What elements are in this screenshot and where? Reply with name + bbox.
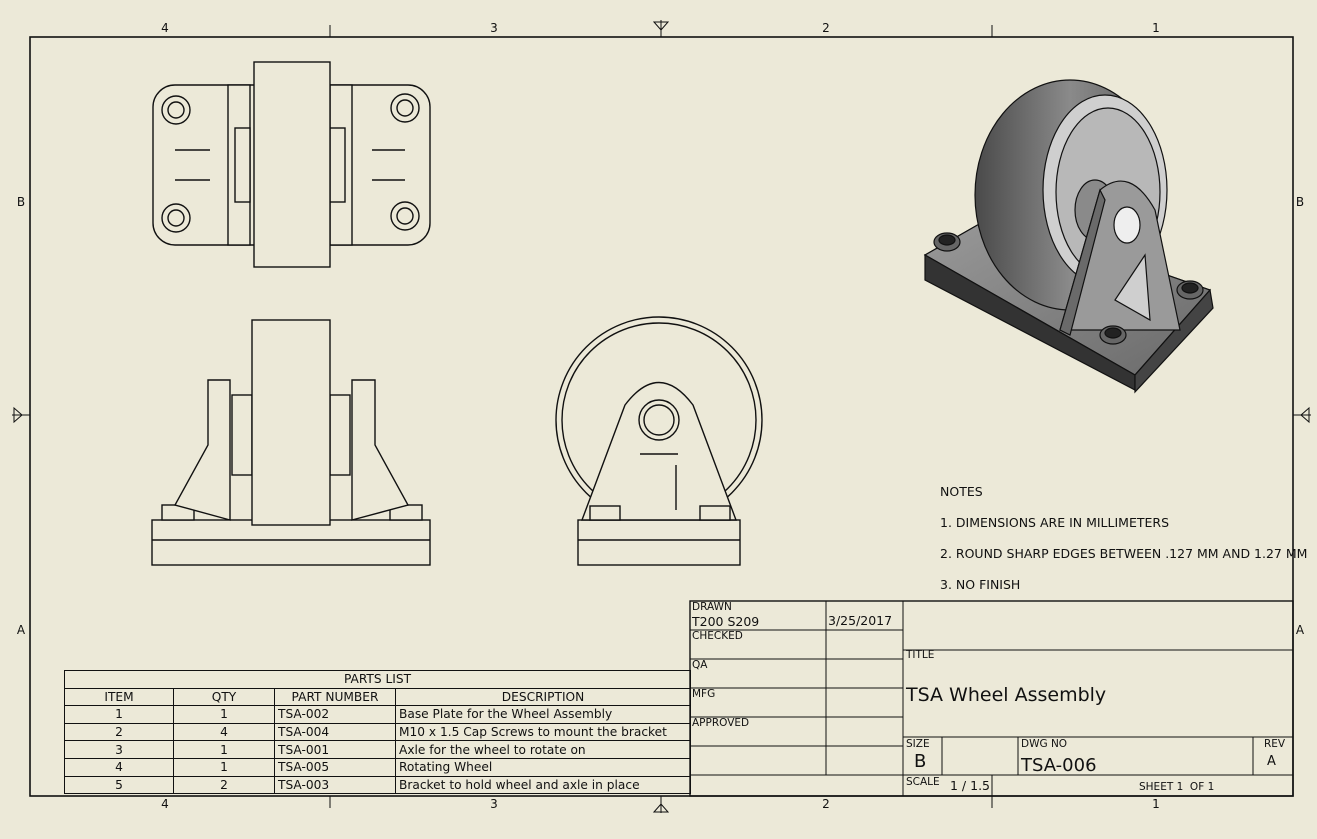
parts-list-header-row: ITEM QTY PART NUMBER DESCRIPTION <box>64 687 691 707</box>
dwg-no-label: DWG NO <box>1021 738 1068 750</box>
column-header-description: DESCRIPTION <box>395 687 691 707</box>
zone-bottom-4: 4 <box>161 797 169 811</box>
item-cell: 4 <box>64 757 174 777</box>
zone-bottom-2: 2 <box>822 797 830 811</box>
zone-top-3: 3 <box>490 21 498 35</box>
qty-cell: 4 <box>173 722 275 742</box>
notes-heading: NOTES <box>940 484 983 499</box>
zone-left-a: A <box>16 623 26 637</box>
part-number-cell: TSA-005 <box>274 757 396 777</box>
front-view <box>151 319 431 566</box>
column-header-item: ITEM <box>64 687 174 707</box>
part-number-cell: TSA-003 <box>274 775 396 795</box>
note-item: 1. DIMENSIONS ARE IN MILLIMETERS <box>940 515 1170 530</box>
part-number-cell: TSA-001 <box>274 740 396 759</box>
approved-label: APPROVED <box>692 717 750 729</box>
zone-right-a: A <box>1295 623 1305 637</box>
table-row: 2 4 TSA-004 M10 x 1.5 Cap Screws to moun… <box>64 722 691 742</box>
zone-top-4: 4 <box>161 21 169 35</box>
zone-bottom-3: 3 <box>490 797 498 811</box>
description-cell: Base Plate for the Wheel Assembly <box>395 705 691 724</box>
rev-label: REV <box>1264 738 1286 750</box>
checked-label: CHECKED <box>692 630 743 642</box>
top-view <box>152 61 431 268</box>
drawn-label: DRAWN <box>692 601 732 613</box>
note-item: 3. NO FINISH <box>940 577 1021 592</box>
title-label: TITLE <box>906 649 935 661</box>
scale-value: 1 / 1.5 <box>950 778 990 793</box>
part-number-cell: TSA-002 <box>274 705 396 724</box>
mfg-label: MFG <box>692 688 716 700</box>
description-cell: Axle for the wheel to rotate on <box>395 740 691 759</box>
size-label: SIZE <box>906 738 930 750</box>
qty-cell: 2 <box>173 775 275 795</box>
description-cell: Bracket to hold wheel and axle in place <box>395 775 691 795</box>
qa-label: QA <box>692 659 708 671</box>
item-cell: 1 <box>64 705 174 724</box>
item-cell: 5 <box>64 775 174 795</box>
qty-cell: 1 <box>173 757 275 777</box>
description-cell: M10 x 1.5 Cap Screws to mount the bracke… <box>395 722 691 742</box>
zone-left-b: B <box>16 195 26 209</box>
isometric-view <box>923 79 1214 394</box>
table-row: 3 1 TSA-001 Axle for the wheel to rotate… <box>64 740 691 759</box>
rev-value: A <box>1267 754 1276 769</box>
parts-list-title-row: PARTS LIST <box>64 670 691 689</box>
dwg-no-value: TSA-006 <box>1021 755 1097 776</box>
note-item: 2. ROUND SHARP EDGES BETWEEN .127 MM AND… <box>940 546 1308 561</box>
qty-cell: 1 <box>173 705 275 724</box>
table-row: 5 2 TSA-003 Bracket to hold wheel and ax… <box>64 775 691 795</box>
qty-cell: 1 <box>173 740 275 759</box>
parts-list-table: PARTS LIST ITEM QTY PART NUMBER DESCRIPT… <box>64 670 691 795</box>
drawing-title: TSA Wheel Assembly <box>906 684 1107 706</box>
centering-arrows <box>12 20 1311 813</box>
description-cell: Rotating Wheel <box>395 757 691 777</box>
drawn-date-value: 3/25/2017 <box>828 613 893 628</box>
column-header-part-number: PART NUMBER <box>274 687 396 707</box>
sheet-value: SHEET 1 OF 1 <box>1139 781 1215 793</box>
drawn-by-value: T200 S209 <box>692 614 760 629</box>
item-cell: 2 <box>64 722 174 742</box>
zone-top-1: 1 <box>1152 21 1160 35</box>
scale-label: SCALE <box>906 776 940 788</box>
parts-list-title: PARTS LIST <box>64 670 691 689</box>
part-number-cell: TSA-004 <box>274 722 396 742</box>
table-row: 4 1 TSA-005 Rotating Wheel <box>64 757 691 777</box>
size-value: B <box>914 751 927 772</box>
table-row: 1 1 TSA-002 Base Plate for the Wheel Ass… <box>64 705 691 724</box>
zone-top-2: 2 <box>822 21 830 35</box>
zone-bottom-1: 1 <box>1152 797 1160 811</box>
zone-right-b: B <box>1295 195 1305 209</box>
column-header-qty: QTY <box>173 687 275 707</box>
item-cell: 3 <box>64 740 174 759</box>
side-view <box>555 316 763 566</box>
